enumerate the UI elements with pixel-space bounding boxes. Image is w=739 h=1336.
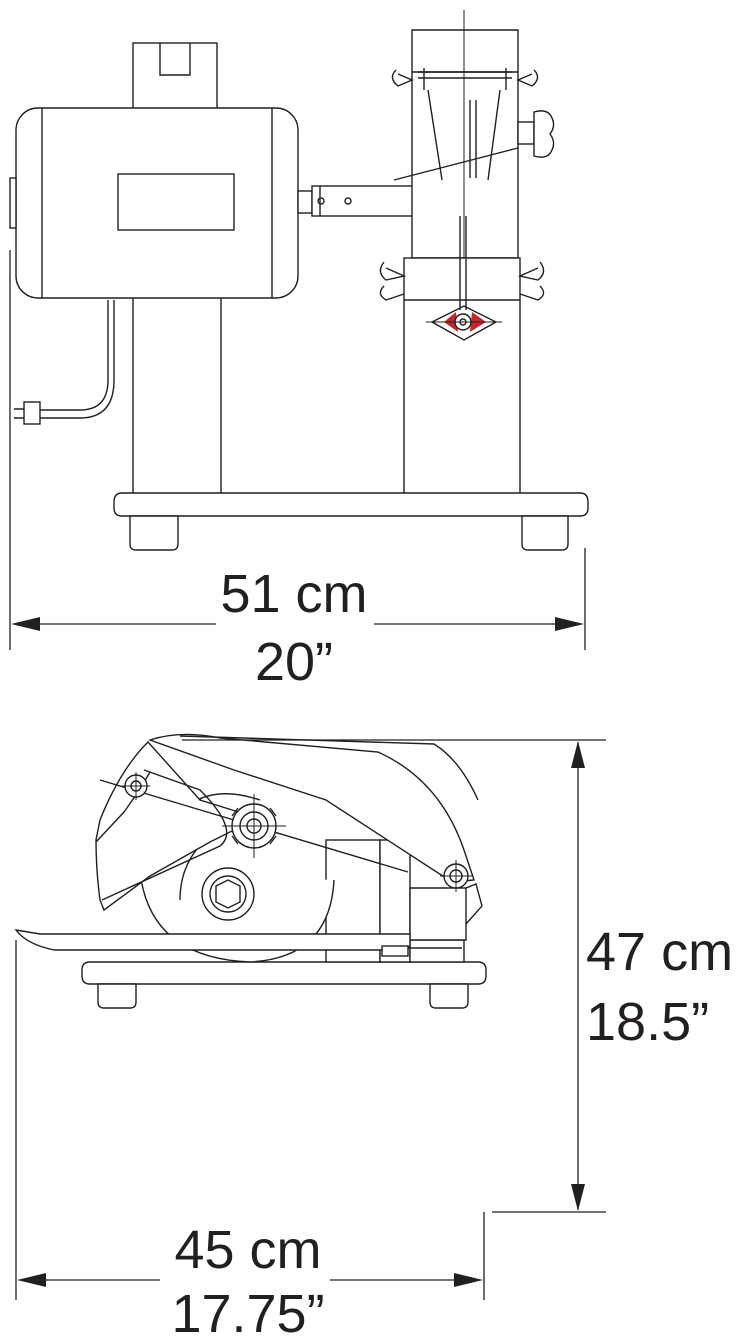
width-imperial-label: 20” bbox=[255, 632, 333, 692]
adjust-knob-icon bbox=[517, 110, 555, 158]
side-view: 47 cm 18.5” 45 cm 17.75” bbox=[14, 733, 733, 1336]
power-cord bbox=[14, 300, 115, 425]
height-imperial-label: 18.5” bbox=[586, 992, 709, 1052]
guard-knob-icon bbox=[122, 772, 472, 892]
depth-dimension: 45 cm 17.75” bbox=[15, 940, 485, 1336]
thickness-knob-icon bbox=[222, 794, 286, 858]
width-dimension: 51 cm 20” bbox=[9, 250, 586, 692]
upper-carriage bbox=[391, 10, 555, 330]
lower-column bbox=[379, 216, 545, 496]
side-support bbox=[409, 939, 465, 963]
base-plate-top bbox=[113, 492, 589, 551]
motor-column bbox=[132, 295, 222, 496]
motor-top-block bbox=[132, 42, 218, 111]
width-metric-label: 51 cm bbox=[220, 564, 367, 624]
depth-metric-label: 45 cm bbox=[174, 1220, 321, 1280]
motor-housing bbox=[9, 107, 299, 299]
depth-imperial-label: 17.75” bbox=[171, 1284, 324, 1336]
base-plate-side bbox=[81, 961, 487, 1009]
motor-label-plate bbox=[117, 173, 235, 231]
blade-adjuster-icon bbox=[426, 305, 502, 341]
top-view: 51 cm 20” bbox=[9, 10, 589, 692]
height-metric-label: 47 cm bbox=[586, 922, 733, 982]
plug-icon bbox=[23, 401, 41, 425]
height-dimension: 47 cm 18.5” bbox=[182, 739, 733, 1213]
blade-hub-icon bbox=[201, 867, 255, 921]
product-table bbox=[14, 929, 462, 957]
carriage-frame bbox=[409, 883, 483, 941]
